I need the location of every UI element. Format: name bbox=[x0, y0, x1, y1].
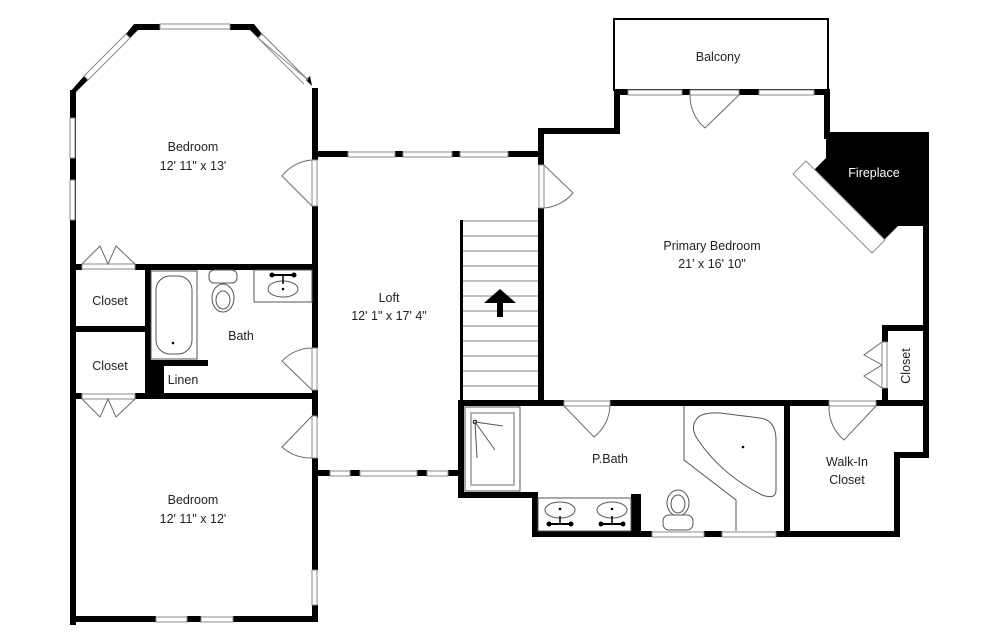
arrow-up-icon bbox=[484, 289, 516, 317]
bedroom-2-door[interactable] bbox=[281, 415, 318, 459]
p-bath-windows bbox=[651, 531, 777, 538]
room-label-closet-1: Closet bbox=[92, 294, 128, 308]
room-label-closet-3: Closet bbox=[899, 348, 913, 384]
room-label-walk-in-closet-line2: Closet bbox=[829, 473, 865, 487]
bathtub bbox=[150, 270, 198, 360]
balcony-door[interactable] bbox=[689, 89, 740, 129]
room-label-loft: Loft bbox=[379, 291, 400, 305]
closets-bath-walls bbox=[70, 264, 318, 418]
bedroom-1-door[interactable] bbox=[281, 159, 318, 207]
room-label-bath: Bath bbox=[228, 329, 254, 343]
bath-sink bbox=[253, 269, 313, 303]
toilet bbox=[208, 269, 238, 313]
closet-1-door[interactable] bbox=[81, 245, 136, 270]
room-dimensions-primary-bedroom: 21' x 16' 10" bbox=[678, 257, 746, 271]
loft-windows bbox=[329, 151, 509, 477]
primary-bedroom-windows bbox=[627, 89, 815, 96]
p-bath-walls bbox=[458, 400, 929, 537]
primary-bedroom-walls bbox=[458, 89, 929, 458]
bedroom-1-walls bbox=[70, 24, 318, 625]
room-label-walk-in-closet: Walk-In bbox=[826, 455, 868, 469]
staircase bbox=[460, 220, 538, 404]
room-label-balcony: Balcony bbox=[696, 50, 741, 64]
room-dimensions-bedroom-2: 12' 11" x 12' bbox=[160, 512, 227, 526]
room-label-bedroom-1: Bedroom bbox=[168, 140, 219, 154]
room-label-closet-2: Closet bbox=[92, 359, 128, 373]
room-label-primary-bedroom: Primary Bedroom bbox=[663, 239, 760, 253]
closet-2-door[interactable] bbox=[81, 393, 136, 418]
p-bath-toilet bbox=[662, 489, 694, 531]
room-label-fireplace: Fireplace bbox=[848, 166, 899, 180]
bedroom-1-windows bbox=[69, 23, 309, 221]
room-label-bedroom-2: Bedroom bbox=[168, 493, 219, 507]
primary-bedroom-door[interactable] bbox=[538, 164, 574, 209]
room-dimensions-loft: 12' 1" x 17' 4" bbox=[351, 309, 427, 323]
room-label-linen: Linen bbox=[168, 373, 199, 387]
room-dimensions-bedroom-1: 12' 11" x 13' bbox=[160, 159, 227, 173]
bath-door[interactable] bbox=[281, 347, 318, 391]
loft-walls bbox=[316, 151, 542, 476]
walk-in-closet-door[interactable] bbox=[828, 400, 877, 441]
corner-tub bbox=[683, 406, 777, 531]
shower bbox=[464, 406, 521, 492]
closet-3-door[interactable] bbox=[863, 341, 888, 389]
fireplace-hearth bbox=[792, 160, 886, 254]
room-label-p-bath: P.Bath bbox=[592, 452, 628, 466]
bedroom-2-windows bbox=[155, 569, 318, 623]
double-vanity bbox=[537, 497, 632, 532]
bedroom-2-walls bbox=[70, 458, 318, 622]
p-bath-door[interactable] bbox=[563, 400, 611, 438]
